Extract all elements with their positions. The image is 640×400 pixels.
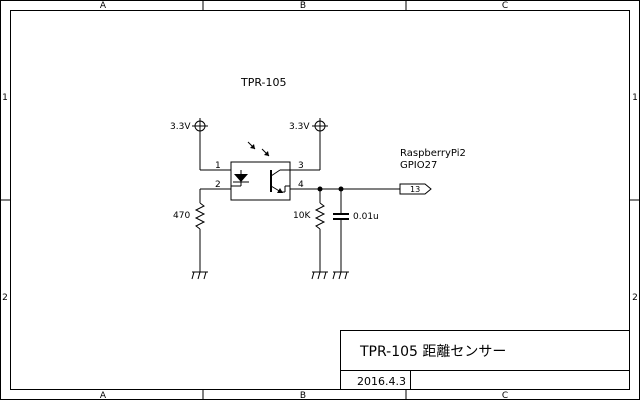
- ground-left-icon: [191, 271, 208, 280]
- resistor-470-label: 470: [173, 211, 190, 221]
- phototransistor-icon: [270, 169, 290, 193]
- led-icon: [231, 170, 249, 187]
- photo-reflector-symbol: 1 2 3 4: [215, 141, 304, 201]
- zone-col-c-bottom: C: [502, 391, 508, 400]
- light-arrows-icon: [247, 141, 270, 157]
- supply-right: 3.3V: [289, 118, 328, 171]
- zone-col-b-top: B: [300, 1, 306, 11]
- supply-right-label: 3.3V: [289, 122, 310, 132]
- pin-4-label: 4: [298, 180, 304, 190]
- capacitor-001u: 0.01u: [333, 189, 379, 272]
- capacitor-label: 0.01u: [353, 212, 379, 222]
- supply-left: 3.3V: [170, 118, 231, 171]
- resistor-10k: 10K: [293, 189, 326, 272]
- zone-col-b-bottom: B: [300, 391, 306, 400]
- zone-row-1-left: 1: [2, 93, 8, 103]
- zone-col-a-bottom: A: [100, 391, 107, 400]
- resistor-10k-label: 10K: [293, 211, 311, 221]
- pin-3-label: 3: [298, 161, 304, 171]
- component-name-label: TPR-105: [240, 76, 287, 89]
- gpio-port: RaspberryPi2 GPIO27 13: [399, 148, 466, 195]
- date-text: 2016.4.3: [357, 375, 406, 388]
- title-text: TPR-105 距離センサー: [359, 343, 506, 360]
- resistor-470: 470: [173, 188, 231, 272]
- zone-col-a-top: A: [100, 1, 107, 11]
- port-number-label: 13: [410, 185, 420, 194]
- output-net: [290, 186, 400, 192]
- ground-middle-icon: [311, 271, 328, 280]
- target-pin-label: GPIO27: [400, 160, 437, 171]
- supply-left-label: 3.3V: [170, 122, 191, 132]
- zone-col-c-top: C: [502, 1, 508, 11]
- title-block: TPR-105 距離センサー 2016.4.3: [340, 330, 630, 390]
- zone-row-2-left: 2: [2, 293, 8, 303]
- port-flag-icon: [399, 183, 432, 195]
- pin-1-label: 1: [215, 161, 221, 171]
- zone-row-2-right: 2: [632, 293, 638, 303]
- zone-row-1-right: 1: [632, 93, 638, 103]
- pin-2-label: 2: [215, 180, 221, 190]
- target-board-label: RaspberryPi2: [400, 148, 466, 159]
- ground-right-icon: [332, 271, 349, 280]
